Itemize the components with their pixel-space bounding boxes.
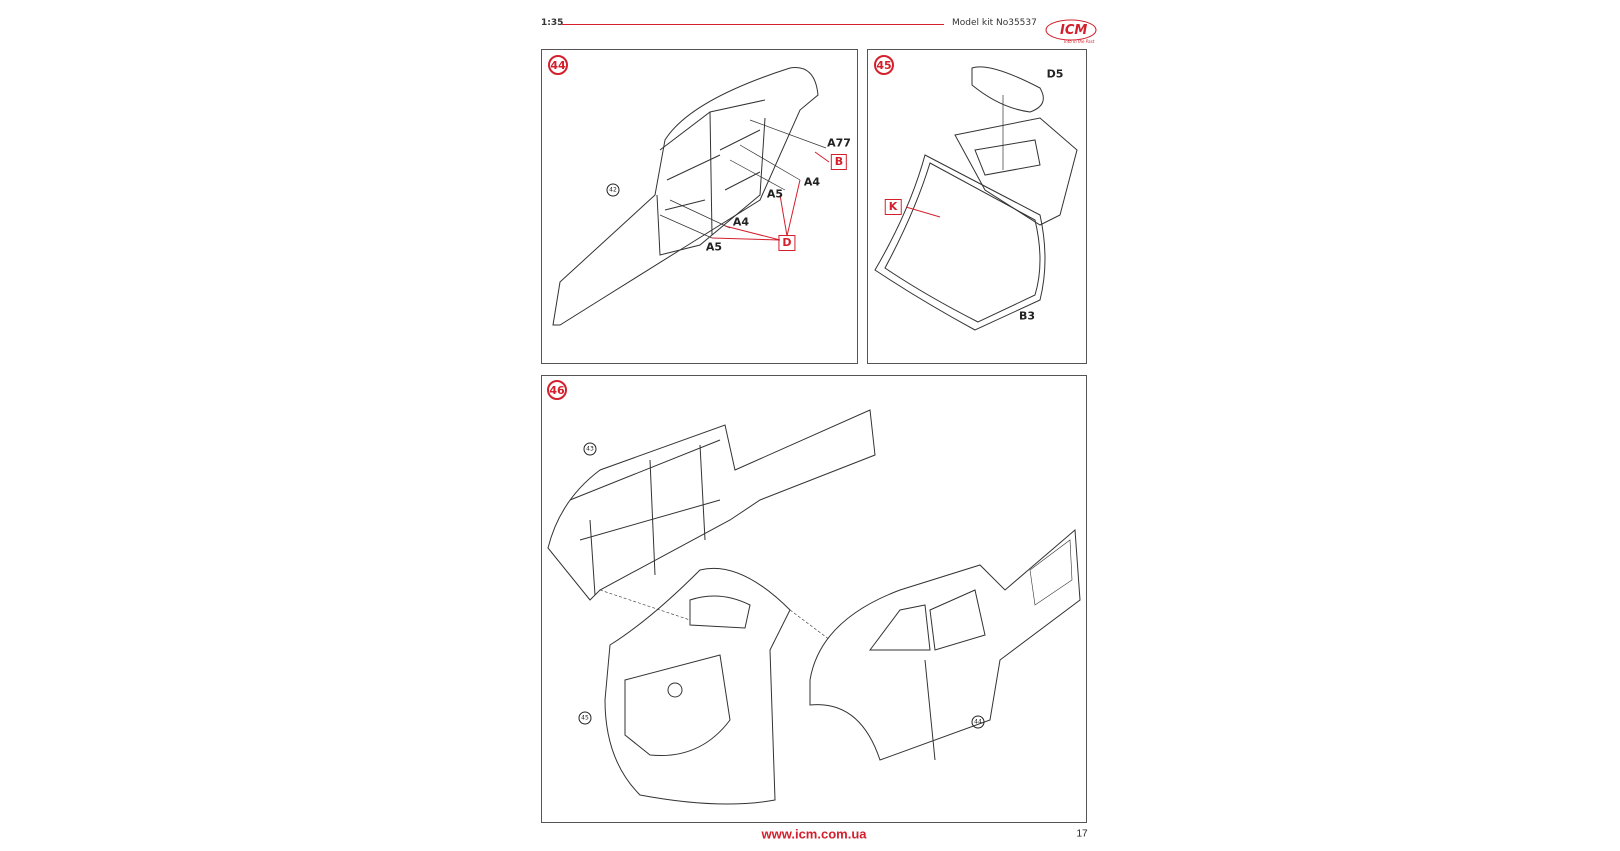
icm-logo: ICM Into in the Past — [1045, 19, 1097, 44]
step-46-cab-drawing — [809, 528, 1081, 761]
paint-code-B: B — [830, 154, 848, 170]
step-46-panel — [541, 375, 1087, 823]
ref-step-45: 45 — [578, 711, 592, 725]
header-rule — [562, 24, 944, 25]
svg-text:Into in the Past: Into in the Past — [1064, 39, 1095, 44]
step-44-body-side-drawing — [552, 67, 819, 326]
model-kit-number: Model kit No35537 — [952, 18, 1037, 28]
step-44-panel — [541, 49, 858, 364]
part-A4: A4 — [732, 215, 750, 229]
part-A77: A77 — [827, 136, 851, 150]
ref-step-44: 44 — [971, 715, 985, 729]
step-45-panel — [867, 49, 1087, 364]
step-45-roof-drawing — [874, 66, 1078, 331]
part-B3: B3 — [1018, 309, 1036, 323]
scale-label: 1:35 — [541, 18, 564, 28]
step-number-44: 44 — [548, 55, 568, 75]
step-46-body-side-drawing — [547, 409, 876, 601]
step-45-leader-line — [905, 206, 941, 218]
step-46-guide-lines — [599, 589, 831, 641]
step-number-46: 46 — [547, 380, 567, 400]
svg-text:ICM: ICM — [1060, 23, 1087, 38]
step-number-45: 45 — [874, 55, 894, 75]
step-44-arrows — [659, 119, 827, 239]
part-A4: A4 — [803, 175, 821, 189]
part-D5: D5 — [1046, 67, 1064, 81]
ref-step-42: 42 — [606, 183, 620, 197]
part-A5: A5 — [705, 240, 723, 254]
step-44-leader-lines — [711, 151, 830, 241]
ref-step-43: 43 — [583, 442, 597, 456]
website-link[interactable]: www.icm.com.ua — [761, 826, 867, 842]
step-46-rear-panel-drawing — [604, 567, 791, 805]
part-A5: A5 — [766, 187, 784, 201]
paint-code-K: K — [884, 199, 902, 215]
page-number: 17 — [1076, 828, 1088, 840]
paint-code-D: D — [778, 235, 796, 251]
